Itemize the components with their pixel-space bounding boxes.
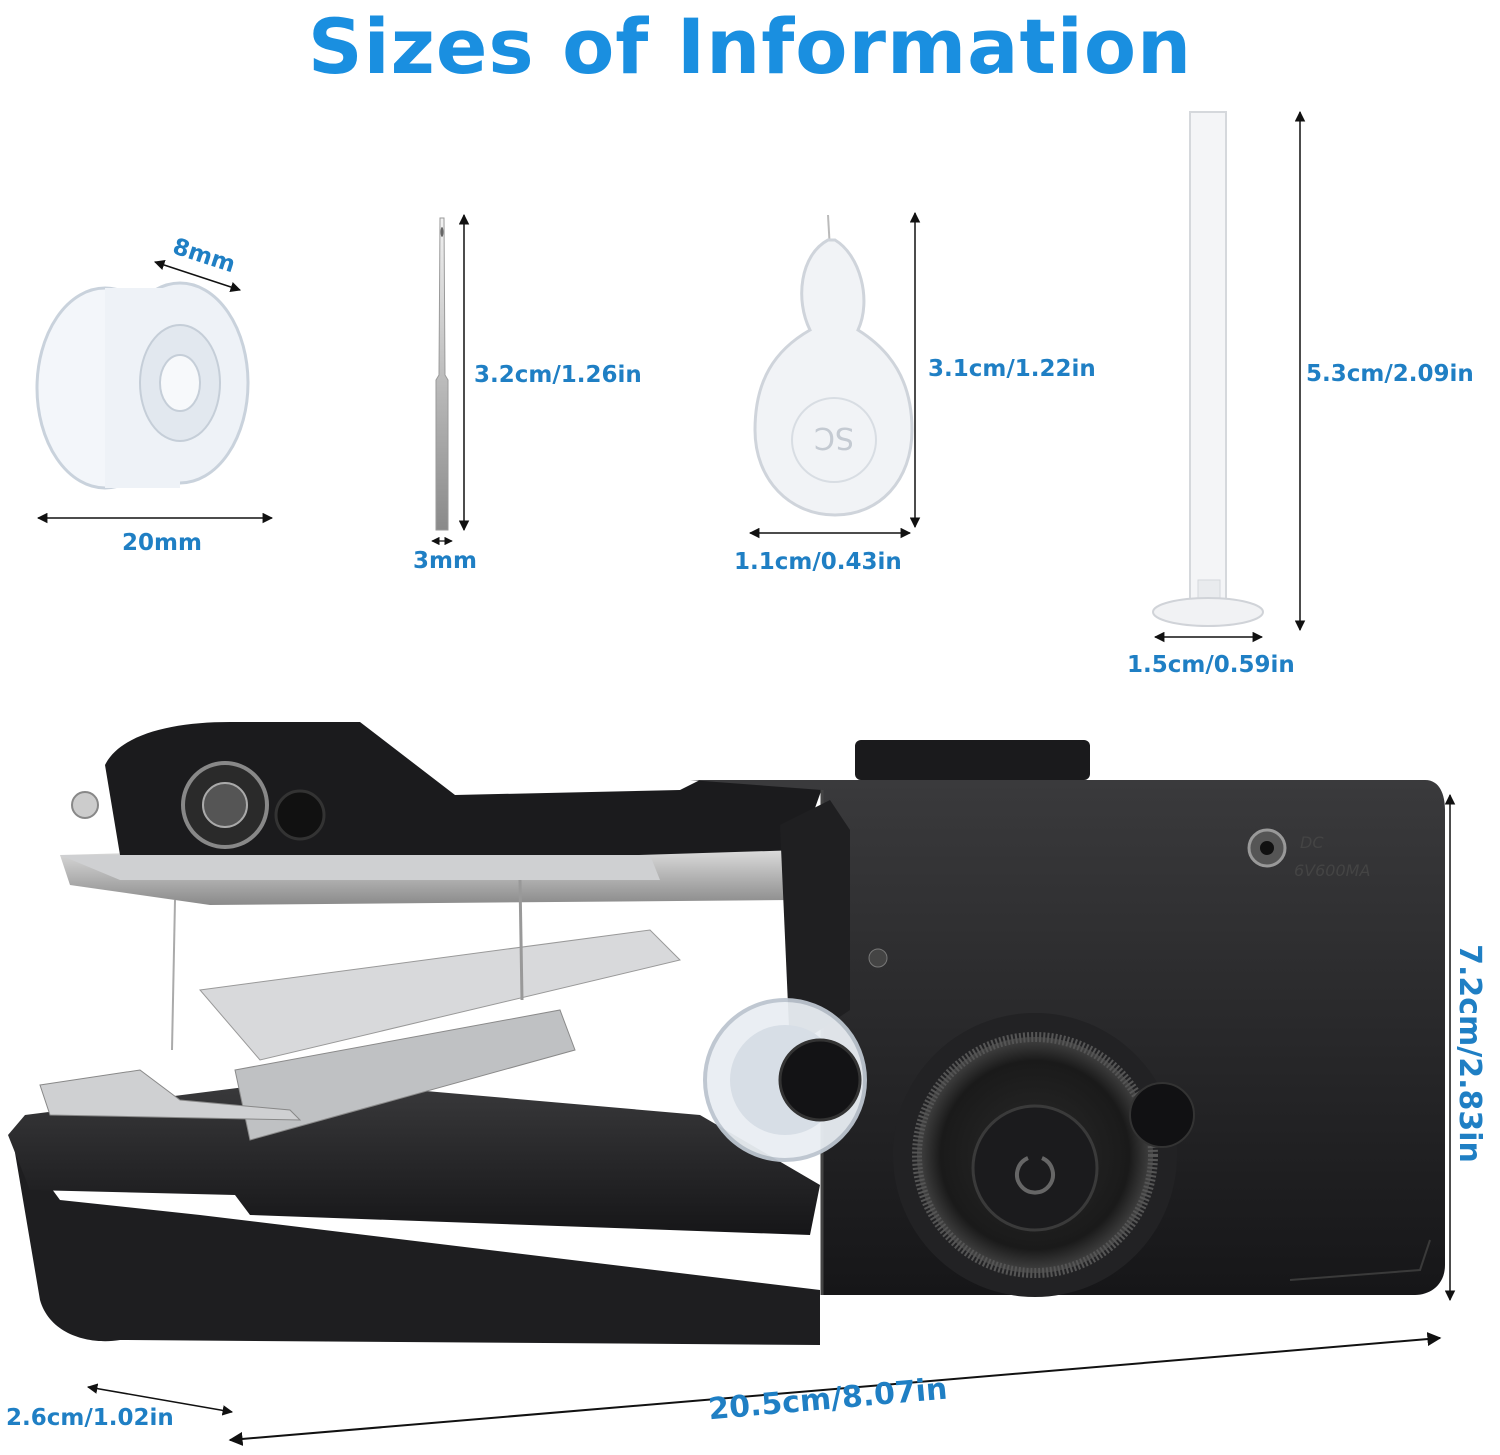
- machine-depth-label: 2.6cm/1.02in: [6, 1405, 174, 1431]
- page-title: Sizes of Information: [307, 2, 1193, 91]
- needle-image: [435, 217, 449, 531]
- spool-pin-length-label: 5.3cm/2.09in: [1306, 361, 1474, 387]
- threader-image: SC: [753, 214, 914, 517]
- bobbin-image: [35, 281, 250, 490]
- sewing-machine-image: DC 6V600MA: [8, 722, 1445, 1345]
- machine-height-label: 7.2cm/2.83in: [1451, 944, 1487, 1163]
- spool-pin-width-label: 1.5cm/0.59in: [1127, 652, 1295, 678]
- threader-length-label: 3.1cm/1.22in: [928, 356, 1096, 382]
- needle-width-label: 3mm: [413, 548, 477, 574]
- dc-label: DC: [1300, 833, 1324, 852]
- bobbin-diameter-label: 20mm: [122, 530, 202, 556]
- spool-pin-image: [1152, 111, 1264, 627]
- threader-width-label: 1.1cm/0.43in: [734, 549, 902, 575]
- power-rating-label: 6V600MA: [1294, 861, 1370, 880]
- threader-mark: SC: [814, 420, 854, 455]
- needle-length-label: 3.2cm/1.26in: [474, 362, 642, 388]
